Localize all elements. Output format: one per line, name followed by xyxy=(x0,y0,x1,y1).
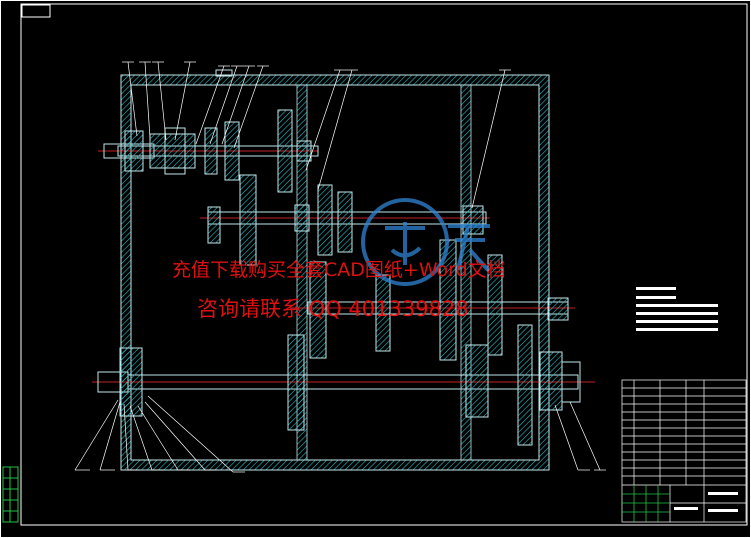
watermark-logo xyxy=(361,198,490,286)
technical-notes-block xyxy=(636,287,718,331)
left-title-strip xyxy=(2,466,19,523)
parts-list-marks xyxy=(674,492,738,512)
top-cover-slot xyxy=(215,69,233,77)
intermediate-shaft xyxy=(200,174,490,266)
watermark-text-download: 充值下载购买全套CAD图纸+Word文档 xyxy=(172,259,506,281)
input-shaft xyxy=(98,109,319,193)
output-shaft xyxy=(92,324,595,446)
watermark-text-contact: 咨询请联系 QQ 401339828 xyxy=(197,297,469,321)
middle-shaft xyxy=(290,239,575,361)
inner-frame xyxy=(20,3,748,526)
top-left-stamp xyxy=(21,4,51,18)
parts-list-table xyxy=(621,379,747,523)
part-leaders-top xyxy=(122,61,511,209)
part-leaders-bottom xyxy=(74,395,606,473)
title-block-green xyxy=(622,485,670,522)
